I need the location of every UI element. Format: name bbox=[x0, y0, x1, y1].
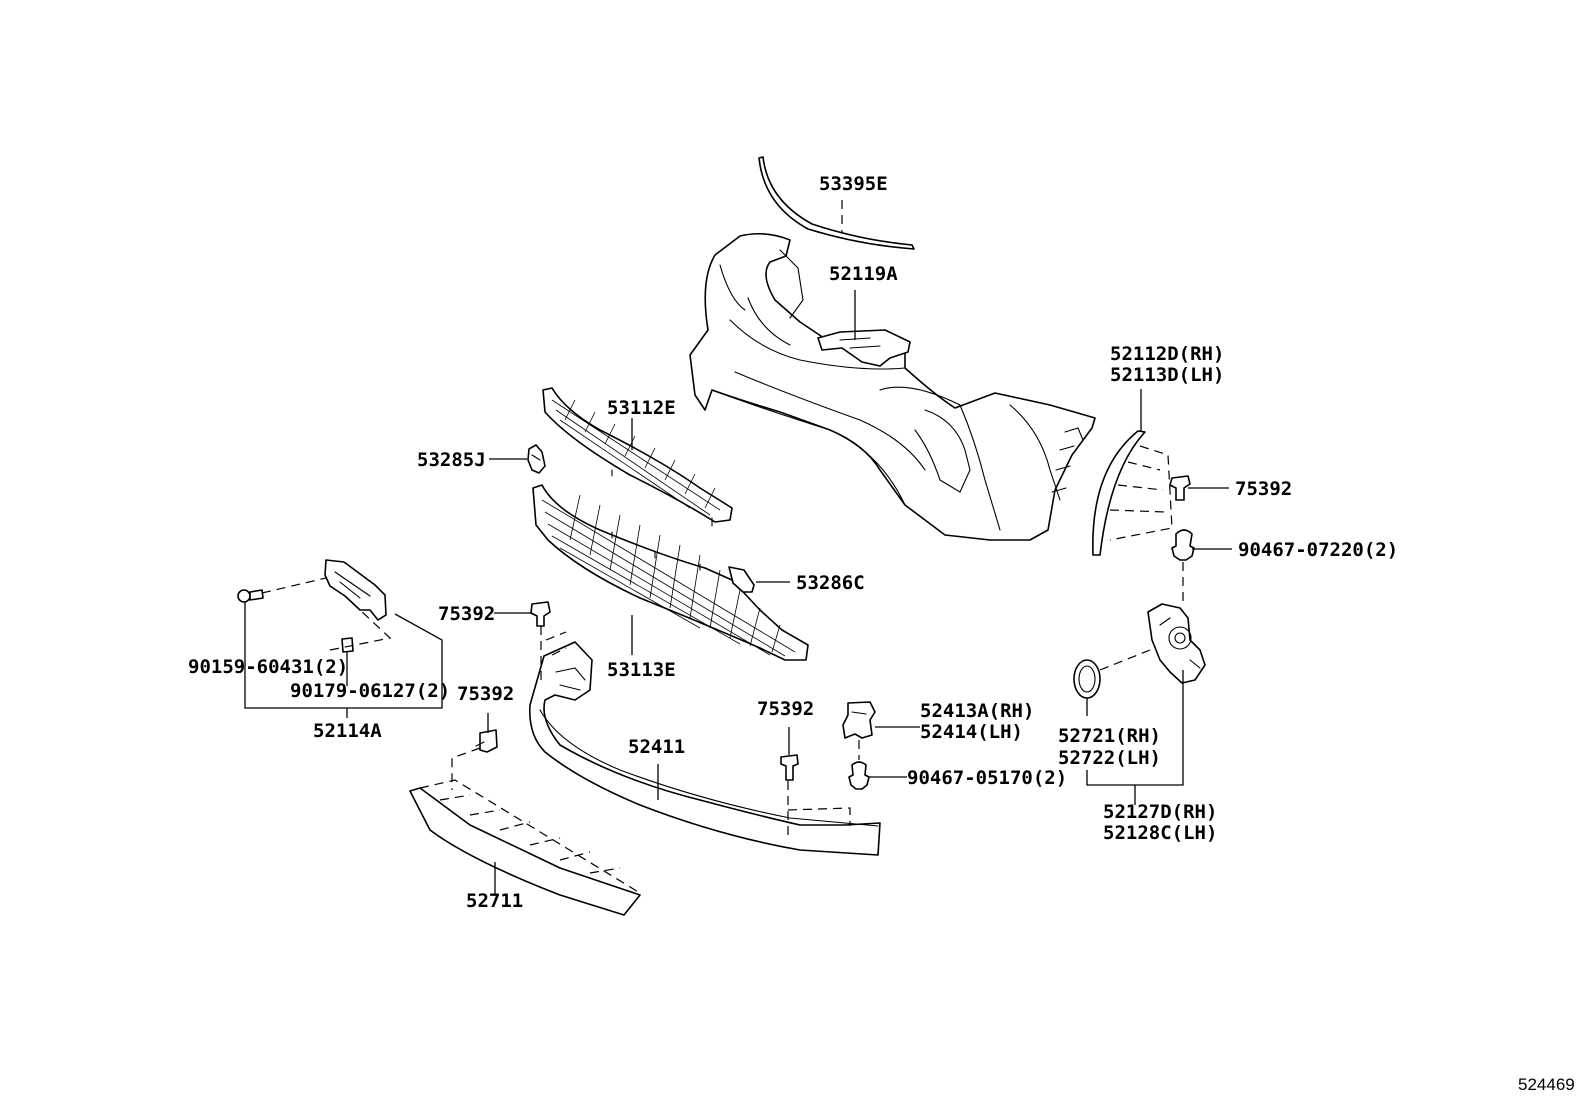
diagram-reference-number: 524469 bbox=[1518, 1075, 1575, 1094]
callout-53113e: 53113E bbox=[607, 659, 676, 681]
callout-52119a: 52119A bbox=[829, 263, 898, 285]
callout-52722-lh: 52722(LH) bbox=[1058, 747, 1161, 769]
callout-52112d-rh: 52112D(RH) bbox=[1110, 343, 1224, 365]
callout-75392-left: 75392 bbox=[457, 683, 514, 705]
part-push-clip-right bbox=[1171, 529, 1195, 561]
part-right-cover-piece bbox=[728, 566, 755, 593]
part-support-bracket bbox=[324, 559, 387, 621]
callout-53285j: 53285J bbox=[417, 449, 486, 471]
callout-52721-rh: 52721(RH) bbox=[1058, 725, 1161, 747]
callout-52414-lh: 52414(LH) bbox=[920, 721, 1023, 743]
part-nut bbox=[341, 637, 354, 653]
callout-52711: 52711 bbox=[466, 890, 523, 912]
callout-53395e: 53395E bbox=[819, 173, 888, 195]
part-wheel-arch-molding bbox=[1092, 430, 1173, 556]
callout-52113d-lh: 52113D(LH) bbox=[1110, 364, 1224, 386]
part-side-bracket bbox=[842, 701, 876, 739]
part-clip-middle bbox=[780, 754, 799, 781]
callout-75392-mid-left: 75392 bbox=[438, 603, 495, 625]
callout-90179-06127: 90179-06127(2) bbox=[290, 680, 450, 702]
part-upper-grille bbox=[542, 387, 733, 527]
callout-52128c-lh: 52128C(LH) bbox=[1103, 822, 1217, 844]
part-fog-ring bbox=[1073, 659, 1101, 699]
callout-75392-right: 75392 bbox=[1235, 478, 1292, 500]
part-skid-plate bbox=[409, 779, 641, 916]
callout-52114a: 52114A bbox=[313, 720, 382, 742]
callout-53286c: 53286C bbox=[796, 572, 865, 594]
callout-52411: 52411 bbox=[628, 736, 685, 758]
part-lower-spoiler bbox=[528, 641, 881, 856]
leader-lines bbox=[244, 200, 1232, 895]
part-clip-left bbox=[475, 729, 498, 753]
part-left-cover-piece bbox=[527, 444, 546, 474]
part-bolt bbox=[237, 589, 264, 603]
part-push-clip-middle bbox=[848, 761, 870, 790]
callout-52413a-rh: 52413A(RH) bbox=[920, 700, 1034, 722]
callout-90467-05170: 90467-05170(2) bbox=[907, 767, 1067, 789]
callout-75392-middle: 75392 bbox=[757, 698, 814, 720]
part-clip-mid-left bbox=[530, 601, 551, 627]
callout-53112e: 53112E bbox=[607, 397, 676, 419]
part-lower-grille bbox=[532, 484, 809, 661]
part-molding-strip bbox=[758, 156, 915, 250]
part-bumper-cover bbox=[689, 232, 1096, 541]
part-callouts: 53395E 52119A 53112E 53285J 52112D(RH) 5… bbox=[188, 173, 1398, 912]
callout-52127d-rh: 52127D(RH) bbox=[1103, 801, 1217, 823]
part-clip-right bbox=[1169, 475, 1191, 501]
callout-90467-07220: 90467-07220(2) bbox=[1238, 539, 1398, 561]
part-fog-lamp-bracket bbox=[1147, 603, 1206, 684]
callout-90159-60431: 90159-60431(2) bbox=[188, 656, 348, 678]
